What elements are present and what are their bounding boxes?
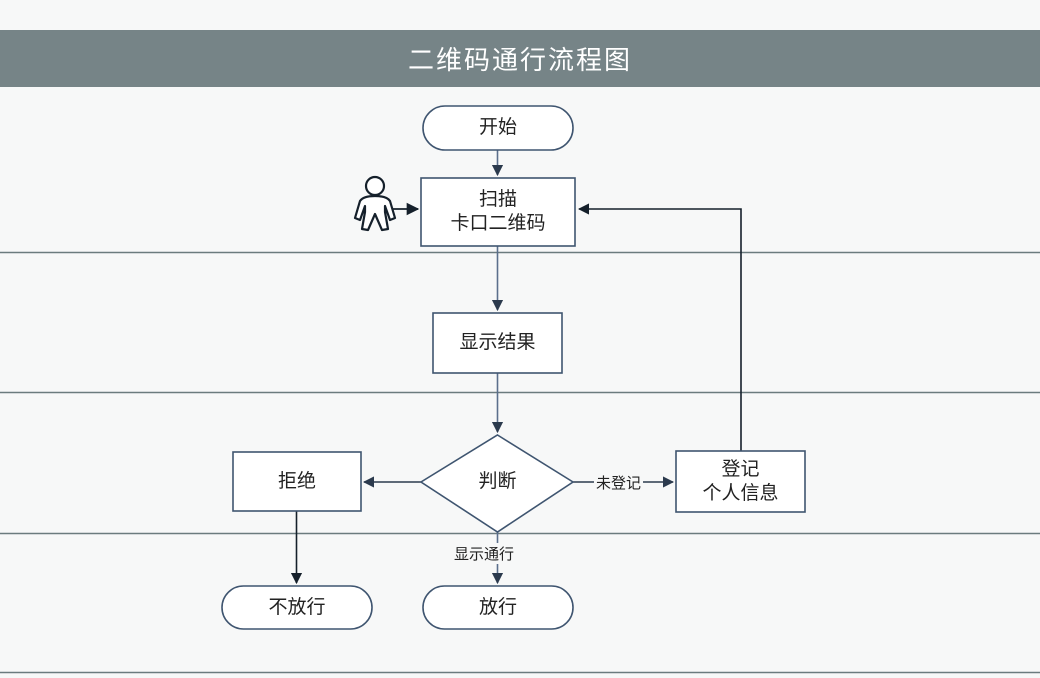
node-decision[interactable] <box>419 434 575 533</box>
node-reject[interactable] <box>232 451 362 512</box>
page-title-bar: 二维码通行流程图 <box>0 30 1040 87</box>
lane-dividers <box>0 251 1040 674</box>
node-start[interactable] <box>422 105 574 151</box>
node-pass[interactable] <box>422 585 574 630</box>
node-result[interactable] <box>432 312 563 374</box>
node-register[interactable] <box>675 450 806 513</box>
node-deny[interactable] <box>221 585 373 630</box>
edge-register-to-scan-loopback <box>577 203 742 451</box>
page-title: 二维码通行流程图 <box>407 46 632 75</box>
node-scan[interactable] <box>420 177 576 247</box>
actor-icon <box>353 175 397 232</box>
